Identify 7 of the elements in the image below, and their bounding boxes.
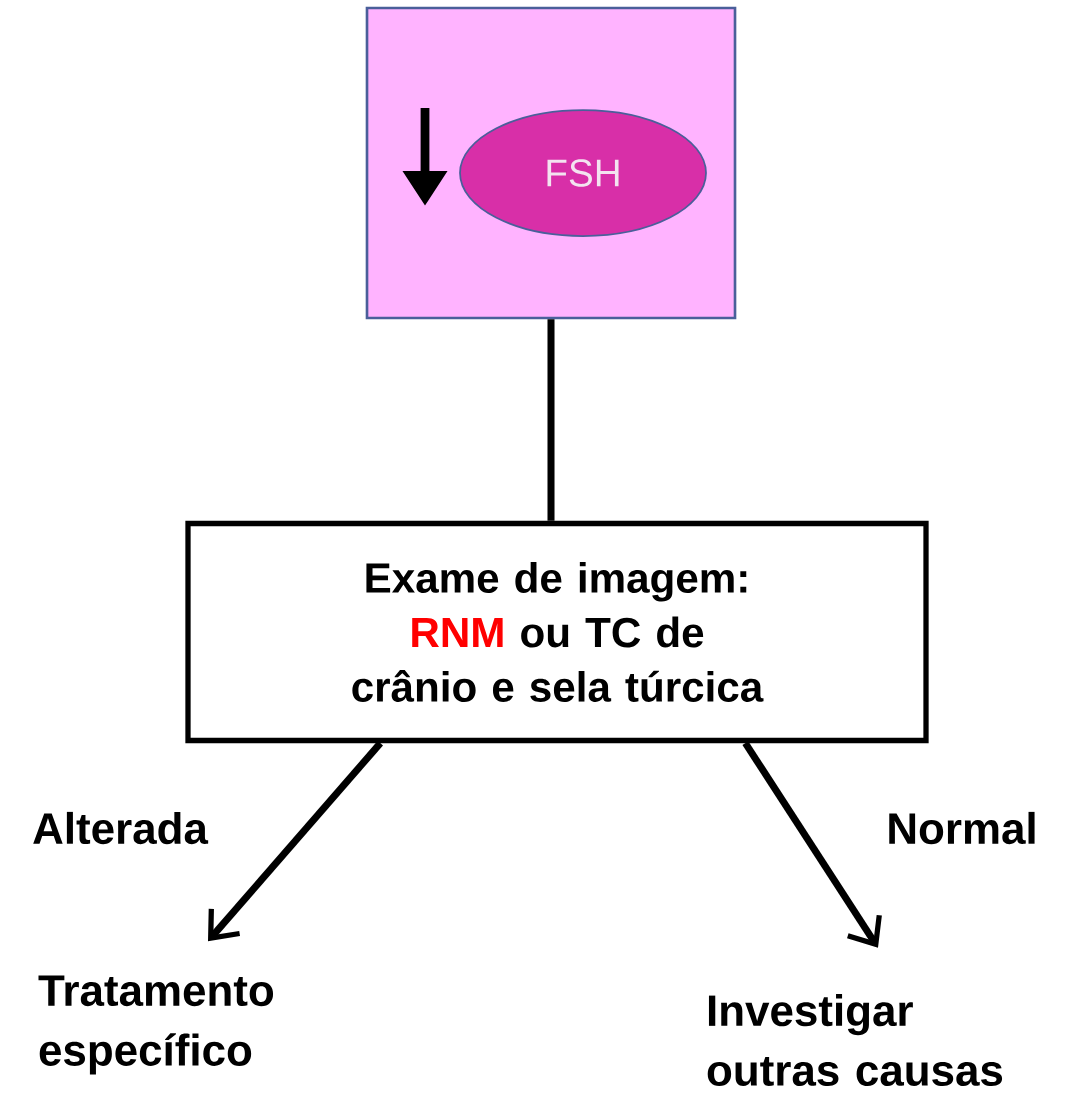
process-box: Exame de imagem: RNM ou TC de crânio e sela túrcica: [185, 520, 929, 744]
connector: [742, 741, 882, 948]
outcome-text: Investigar outras causas: [707, 994, 1003, 1087]
edge-label: Alterada: [33, 811, 209, 845]
edge-label: Normal: [889, 811, 1035, 845]
outcome-text: Tratamento específico: [38, 975, 274, 1075]
connector: [208, 740, 383, 942]
